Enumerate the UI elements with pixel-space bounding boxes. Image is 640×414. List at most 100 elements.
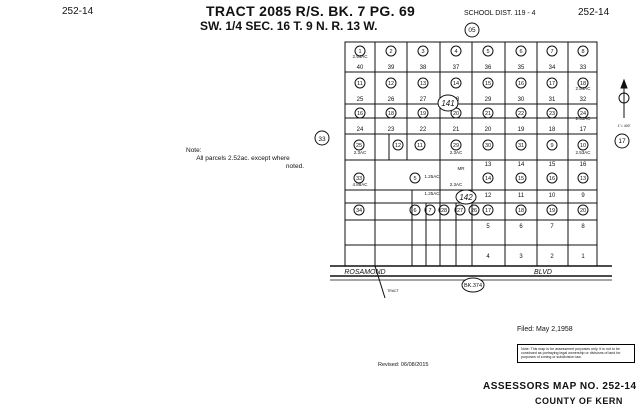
lot-number: 18 (549, 127, 556, 133)
parcel-number: 27 (457, 208, 463, 214)
lot-number: 10 (549, 193, 556, 199)
lot-number: 33 (580, 65, 587, 71)
parcel-circle (414, 139, 426, 151)
acreage-label: 2.3AC (450, 150, 463, 155)
acreage-label: 2.53AC (575, 150, 591, 155)
lot-number: 30 (518, 97, 525, 103)
acreage-label: 2.3AC (354, 150, 367, 155)
lot-number: 16 (580, 162, 587, 168)
parcel-circle (546, 45, 558, 57)
parcel-circle (450, 139, 462, 151)
parcel-note-end: noted. (285, 163, 304, 170)
book-ref-bottom: BK.374 (464, 283, 482, 289)
parcel-number: 6 (413, 208, 416, 214)
section-boundary (344, 41, 598, 267)
parcel-number: 15 (485, 81, 491, 87)
parcel-number: 18 (518, 208, 524, 214)
north-arrow-icon (618, 78, 630, 118)
map-code-right: 252-14 (578, 7, 610, 18)
lot-number: 15 (549, 162, 556, 168)
parcel-number: 17 (485, 208, 491, 214)
parcel-number: 23 (549, 111, 555, 117)
lot-number: 1 (581, 254, 585, 260)
parcel-circle (385, 107, 397, 119)
parcel-circle (546, 139, 558, 151)
lot-number: 17 (580, 127, 587, 133)
lot-number: 24 (357, 127, 364, 133)
lot-number: 11 (518, 193, 525, 199)
road-suffix: BLVD (534, 269, 552, 276)
school-district: SCHOOL DIST. 119 - 4 (464, 10, 536, 17)
parcel-number: 18 (580, 81, 586, 87)
county-name: COUNTY OF KERN (535, 396, 623, 406)
parcel-circle (577, 172, 589, 184)
acreage-label: 1.25AC (424, 191, 440, 196)
lot-number: 32 (580, 97, 587, 103)
lot-number: 27 (420, 97, 427, 103)
parcel-circle (417, 107, 429, 119)
parcel-circle (546, 204, 558, 216)
parcel-number: 33 (356, 176, 362, 182)
parcel-number: 4 (454, 49, 457, 55)
parcel-circle (482, 139, 494, 151)
tract-label: TRACT (387, 289, 400, 293)
parcel-number: 18 (388, 111, 394, 117)
acreage-label: 2.54AC (575, 86, 591, 91)
parcel-circle (454, 204, 466, 216)
lot-number: 34 (549, 65, 556, 71)
parcel-circle (482, 172, 494, 184)
parcel-circle (450, 77, 462, 89)
parcel-circle (515, 45, 527, 57)
parcel-circle (546, 77, 558, 89)
parcel-circle (354, 45, 366, 57)
acreage-label: 1.25AC (424, 174, 440, 179)
parcel-circle (385, 45, 397, 57)
parcel-circle (392, 139, 404, 151)
map-scale: 1"= 400' (618, 124, 631, 128)
parcel-circle (353, 172, 365, 184)
lot-number: 3 (519, 254, 523, 260)
revised-date: Revised: 06/08/2015 (378, 362, 429, 368)
acreage-label: 4.88AC (352, 182, 368, 187)
mr-label: MR (458, 166, 466, 171)
parcel-number: 30 (485, 143, 491, 149)
parcel-number: 28 (441, 208, 447, 214)
parcel-number: 31 (518, 143, 524, 149)
parcel-circle (515, 172, 527, 184)
parcel-note: Note: All parcels 2.52ac. except where n… (168, 147, 318, 171)
parcel-circle (417, 77, 429, 89)
parcel-circle (515, 139, 527, 151)
parcel-number: 19 (549, 208, 555, 214)
lot-number: 31 (549, 97, 556, 103)
parcel-number: 12 (388, 81, 394, 87)
lot-number: 22 (420, 127, 427, 133)
book-ref-right: 17 (618, 138, 626, 145)
parcel-number: 3 (421, 49, 424, 55)
lot-number: 13 (485, 162, 492, 168)
parcel-number: 20 (453, 111, 459, 117)
tract-title: TRACT 2085 R/S. BK. 7 PG. 69 (206, 3, 416, 19)
lot-number: 21 (453, 127, 460, 133)
lot-number: 23 (388, 127, 395, 133)
lot-number: 4 (486, 254, 490, 260)
lot-number: 29 (485, 97, 492, 103)
parcel-circle (577, 204, 589, 216)
parcel-circle (482, 107, 494, 119)
parcel-circle (515, 77, 527, 89)
block-circle-141 (437, 94, 459, 112)
parcel-circle (450, 45, 462, 57)
book-ref-top: 05 (468, 27, 476, 34)
parcel-circle (546, 172, 558, 184)
parcel-note-body: All parcels 2.52ac. except where (196, 155, 290, 162)
parcel-number: 14 (485, 176, 491, 182)
parcel-circle (577, 107, 589, 119)
parcel-number: 24 (580, 111, 586, 117)
parcel-number: 21 (485, 111, 491, 117)
parcel-circle (577, 139, 589, 151)
book-ref-left: 33 (318, 136, 326, 143)
filed-date: Filed: May 2,1958 (517, 326, 573, 333)
lot-number: 37 (453, 65, 460, 71)
lot-number: 36 (485, 65, 492, 71)
parcel-number: 6 (519, 49, 522, 55)
